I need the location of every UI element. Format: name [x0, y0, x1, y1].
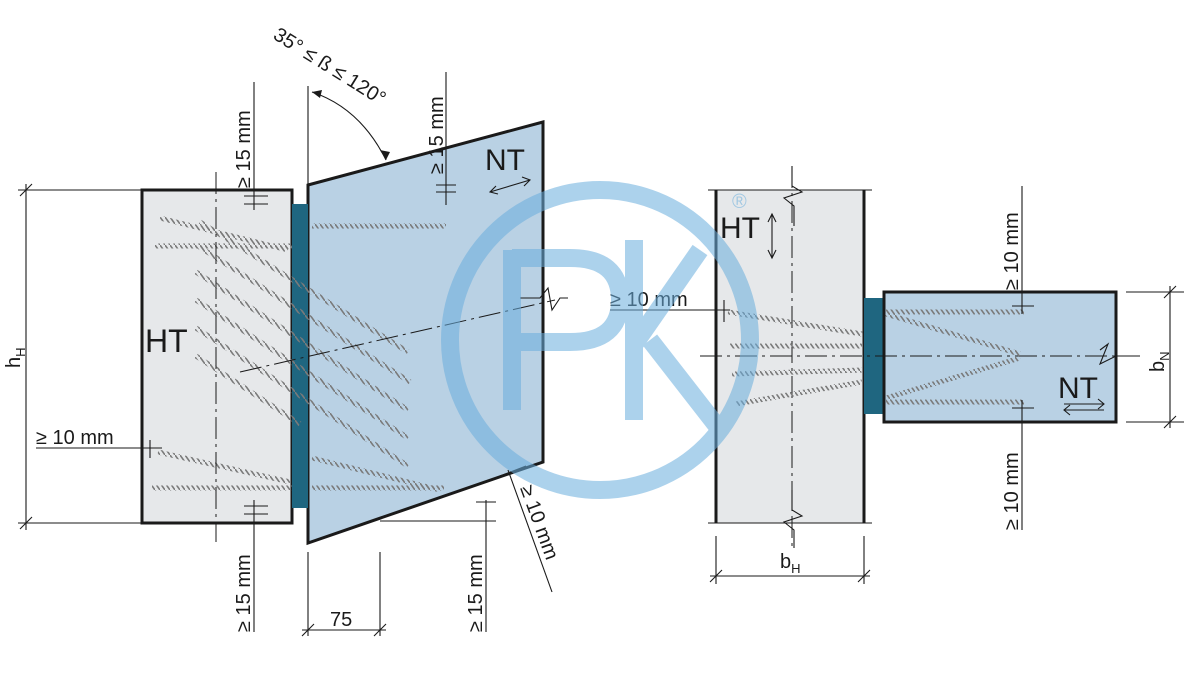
connector-plate-right — [864, 298, 884, 414]
ge10-bottom-right-label: ≥ 10 mm — [1001, 452, 1023, 530]
nt-left-arrow-icon — [488, 176, 531, 195]
screws-left — [152, 215, 446, 493]
axis-nt-left — [239, 299, 556, 373]
ht-right-label: HT — [720, 212, 760, 245]
dim-bh — [709, 536, 871, 584]
ge10-diag-label: ≥ 10 mm — [515, 482, 562, 562]
ge10-top-right-label: ≥ 10 mm — [1001, 212, 1023, 290]
screw — [311, 455, 441, 493]
ht-right-arrow-icon — [767, 212, 777, 260]
screw — [735, 379, 863, 407]
ge10-left-label: ≥ 10 mm — [36, 427, 114, 449]
screw — [157, 449, 291, 485]
break-mark-right — [1098, 342, 1124, 366]
nt-right-arrow-icon — [1063, 398, 1105, 416]
ge15-top-nt-label: ≥ 15 mm — [426, 96, 448, 174]
angle-label: 35° ≤ ß ≤ 120° — [269, 24, 389, 110]
screw — [194, 325, 410, 469]
nt-left-label: NT — [485, 144, 525, 177]
screw — [194, 353, 302, 427]
screw — [198, 219, 410, 355]
bh-label: bH — [780, 551, 801, 576]
ge15-top-left-label: ≥ 15 mm — [233, 110, 255, 188]
screw — [194, 269, 410, 413]
angle-arrow-icon — [380, 150, 390, 160]
ht-left-label: HT — [145, 323, 188, 359]
watermark-reg-mark: ® — [732, 191, 747, 213]
screw — [194, 297, 410, 441]
dim-75-label: 75 — [330, 609, 352, 631]
hh-label: hH — [3, 347, 28, 368]
angle-arrow-icon — [312, 90, 322, 98]
ge15-bottom-nt-label: ≥ 15 mm — [465, 554, 487, 632]
bn-label: bN — [1147, 351, 1172, 372]
dim-hh — [18, 183, 160, 530]
pk-logo-watermark: ® — [441, 181, 759, 499]
screw — [885, 355, 1021, 401]
connector-plate-left — [292, 204, 308, 508]
screw — [885, 311, 1021, 357]
screw — [196, 243, 412, 385]
dim-bn — [1126, 285, 1184, 429]
ge15-bottom-left-label: ≥ 15 mm — [233, 554, 255, 632]
dim-ge10-diag — [507, 469, 553, 593]
nt-right-label: NT — [1058, 372, 1098, 405]
break-mark-left — [520, 286, 568, 312]
break-mark-bottom — [782, 490, 804, 548]
angle-arc — [311, 91, 387, 161]
